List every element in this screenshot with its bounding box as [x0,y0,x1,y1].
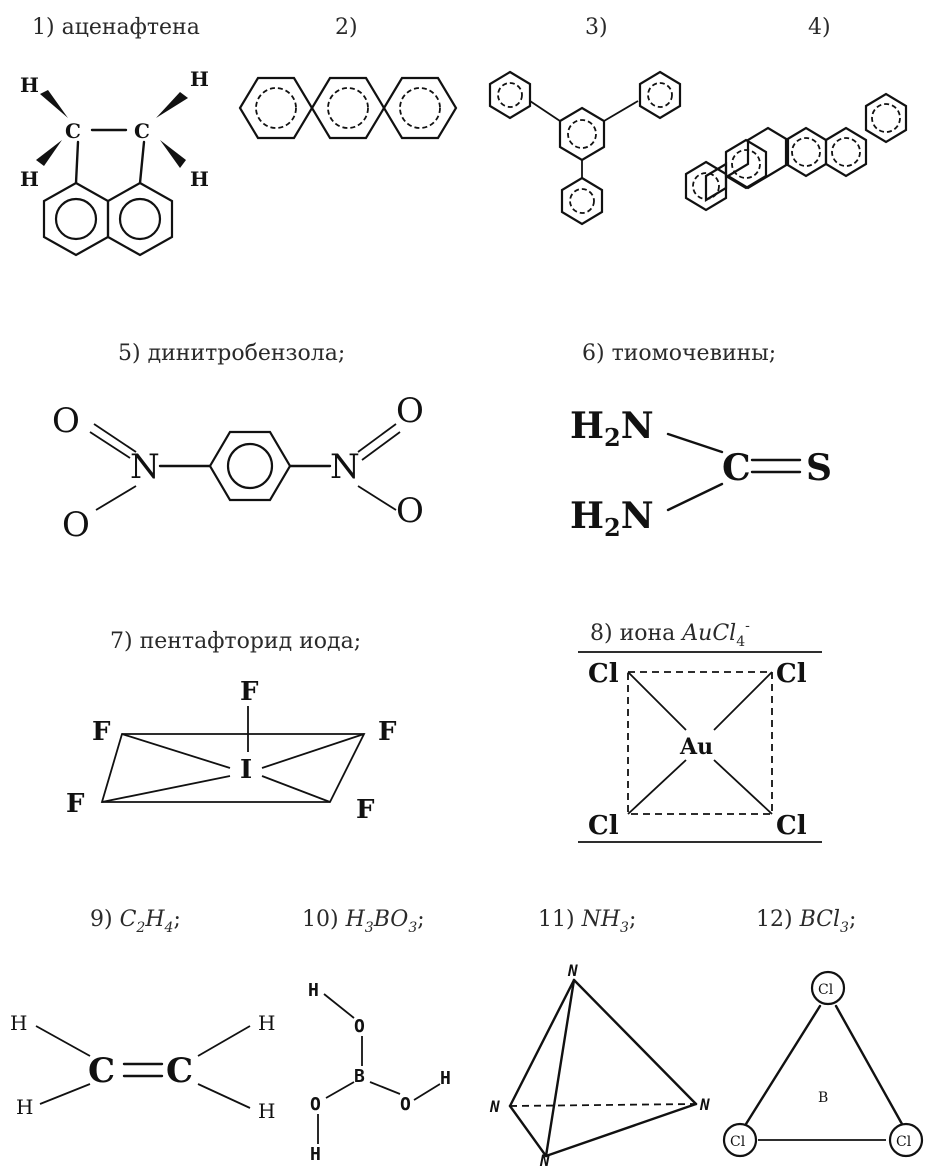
atom-o-3: O [396,391,424,431]
atom-o-1: O [52,401,80,441]
atom-o-2: O [62,505,90,545]
caption-6: 6) тиомочевины; [582,341,776,366]
atom-cl-1: Cl [588,659,619,689]
atom-i: I [240,755,252,785]
atom-n-am-4: N [539,1151,550,1167]
atom-h-1: H [20,73,39,97]
atom-f-1: F [92,717,111,747]
boron-trichloride-structure: Cl Cl Cl B [722,970,924,1158]
atom-au: Au [679,734,713,760]
amino-group-bottom: H2N [570,495,654,542]
dinitrobenzene-structure: N N O O O O [52,391,424,545]
atom-f-top: F [240,677,259,707]
atom-h-ba-3: H [440,1068,451,1089]
atom-o-ba-1: O [354,1016,365,1037]
atom-o-ba-3: O [400,1094,411,1115]
caption-5: 5) динитробензола; [118,341,345,366]
triphenylbenzene-structure [488,70,682,226]
atom-h-eth-4: H [258,1099,275,1123]
atom-cl-bcl-2: Cl [730,1134,746,1150]
ammonia-structure: N N N N [489,961,710,1167]
atom-h-2: H [20,167,39,191]
atom-h-ba-1: H [308,980,319,1001]
atom-cl-bcl-1: Cl [818,982,834,998]
atom-n-right: N [330,447,360,487]
atom-cl-2: Cl [776,659,807,689]
atom-h-3: H [190,67,209,91]
atom-n-am-2: N [489,1097,500,1116]
atom-cl-4: Cl [776,811,807,841]
atom-cl-bcl-3: Cl [896,1134,912,1150]
caption-1: 1) аценафтена [32,15,200,40]
atom-h-ba-2: H [310,1144,321,1165]
atom-c-left: C [65,119,81,143]
boric-acid-structure: H O B O O H H [308,980,451,1165]
atom-n-am-1: N [567,961,578,980]
ethene-structure: C C H H H H [10,1011,275,1123]
atom-b-ba: B [354,1066,365,1087]
caption-8: 8) иона AuCl4- [590,618,750,650]
caption-2: 2) [335,15,358,40]
thiourea-structure: H2N H2N C S [570,405,832,542]
atom-h-eth-2: H [16,1095,33,1119]
atom-o-ba-2: O [310,1094,321,1115]
atom-s: S [806,447,832,489]
atom-f-3: F [66,789,85,819]
caption-10: 10) H3BO3; [302,907,425,936]
caption-12: 12) BCl3; [756,907,856,936]
atom-n-am-3: N [699,1095,710,1114]
anthracene-structure [238,76,458,140]
acenaphthene-structure: C C H H H H [20,67,209,257]
iodine-pentafluoride-structure: F I F F F F [66,677,397,825]
atom-cl-3: Cl [588,811,619,841]
tetrachloroaurate-structure: Au Cl Cl Cl Cl [578,651,822,843]
caption-11: 11) NH3; [538,907,636,936]
atom-f-4: F [356,795,375,825]
atom-b-bcl: B [818,1090,828,1106]
atom-c-right: C [134,119,150,143]
atom-c-thio: C [722,447,751,489]
amino-group-top: H2N [570,405,654,452]
atom-c-eth-1: C [88,1051,115,1091]
caption-3: 3) [585,15,608,40]
caption-4: 4) [808,15,831,40]
atom-f-2: F [378,717,397,747]
atom-h-4: H [190,167,209,191]
caption-7: 7) пентафторид иода; [110,629,361,654]
atom-o-4: O [396,491,424,531]
atom-c-eth-2: C [166,1051,193,1091]
caption-9: 9) C2H4; [90,907,181,936]
polycyclic-aromatic-structure [684,92,908,212]
atom-h-eth-3: H [258,1011,275,1035]
atom-n-left: N [130,447,160,487]
atom-h-eth-1: H [10,1011,27,1035]
